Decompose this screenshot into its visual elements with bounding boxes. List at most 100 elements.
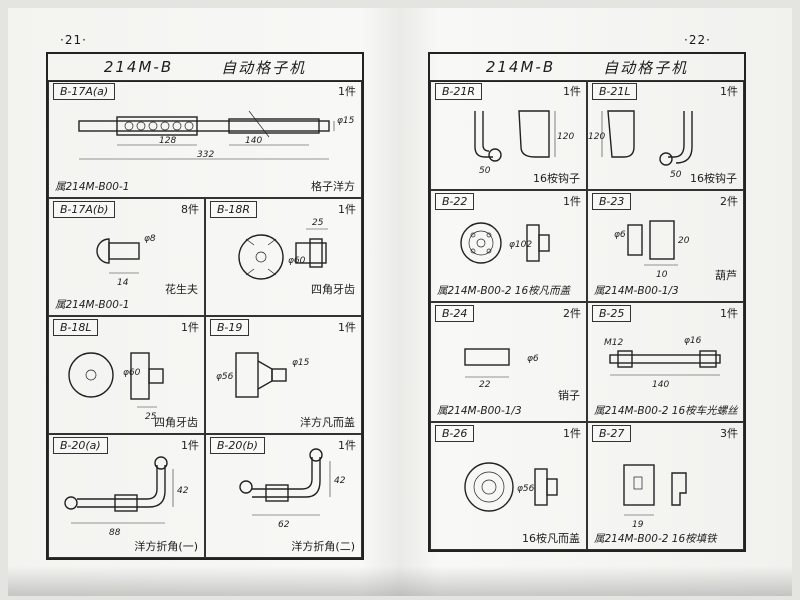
- part-note: 属214M-B00-1: [55, 299, 130, 311]
- part-code: B-17A(b): [53, 201, 116, 218]
- right-page-header: 214M-B 自动格子机: [430, 54, 744, 82]
- part-code: B-20(a): [53, 437, 108, 454]
- part-cell: B-18R 1件 25 φ60 四角牙齿: [205, 198, 362, 316]
- part-code: B-23: [592, 193, 632, 210]
- part-code: B-19: [210, 319, 250, 336]
- page-number-left: ·21·: [60, 33, 87, 47]
- part-note: 属214M-B00-2 16桉凡而盖: [437, 285, 571, 297]
- dimension-label: 25: [145, 412, 157, 422]
- pin-drawing: 22 φ6: [464, 348, 539, 390]
- part-code: B-24: [435, 305, 475, 322]
- part-quantity: 1件: [338, 85, 356, 98]
- valve-cap-drawing: φ56: [464, 462, 558, 512]
- knob-drawing: 14 φ8: [96, 234, 156, 288]
- part-cell: B-19 1件 φ56 φ15 洋方凡而盖: [205, 316, 362, 434]
- dimension-label: 50: [670, 170, 682, 180]
- gear-drawing: φ60 25: [68, 352, 164, 422]
- screw-drawing: M12 φ16 140: [604, 336, 721, 390]
- bent-rod-drawing: 62 42: [239, 448, 346, 530]
- page-title: 自动格子机: [603, 58, 689, 77]
- part-quantity: 1件: [563, 195, 581, 208]
- part-name: 16桉钩子: [690, 172, 737, 185]
- part-name: 葫芦: [715, 269, 737, 282]
- part-cell: B-21L 1件 120 50 16桉钩子: [587, 80, 744, 190]
- scanned-paper: ·21· ·22· 214M-B 自动格子机 B-17A(a) 1件: [8, 8, 792, 596]
- dimension-label: 88: [109, 528, 121, 538]
- dimension-label: 14: [117, 278, 129, 288]
- part-name: 16桉钩子: [533, 172, 580, 185]
- part-name: 洋方凡而盖: [300, 416, 355, 429]
- dimension-label: φ102: [509, 240, 532, 250]
- model-label: 214M-B: [103, 58, 174, 76]
- part-code: B-21L: [592, 83, 638, 100]
- model-label: 214M-B: [485, 58, 556, 76]
- part-code: B-27: [592, 425, 632, 442]
- part-quantity: 2件: [720, 195, 738, 208]
- part-quantity: 1件: [338, 203, 356, 216]
- dimension-label: φ15: [337, 116, 355, 126]
- part-note: 属214M-B00-1/3: [437, 405, 522, 417]
- part-name: 四角牙齿: [154, 416, 198, 429]
- part-cell: B-17A(b) 8件 14 φ8 属214M-B00-1 花生夫: [48, 198, 205, 316]
- dimension-label: φ56: [216, 372, 234, 382]
- part-cell: B-25 1件 M12 φ16 140 属214M-B00-2 16桉车光螺丝: [587, 302, 744, 422]
- dimension-label: M12: [604, 338, 623, 348]
- page-title: 自动格子机: [221, 58, 307, 77]
- dimension-label: 62: [278, 520, 290, 530]
- part-cell: B-21R 1件 120 50 16桉钩子: [430, 80, 587, 190]
- part-name: 四角牙齿: [311, 283, 355, 296]
- bent-rod-drawing: 88 42: [64, 456, 189, 538]
- dimension-label: φ6: [527, 354, 539, 364]
- scan-shadow: [8, 566, 792, 596]
- part-code: B-26: [435, 425, 475, 442]
- part-name: 花生夫: [165, 283, 198, 296]
- part-cell: B-22 1件 φ102 属214M-B00-2 16桉凡而盖: [430, 190, 587, 302]
- shaft-drawing: 128 332 140 φ15: [78, 110, 355, 160]
- left-page: 214M-B 自动格子机 B-17A(a) 1件 128 332 140: [46, 52, 364, 560]
- part-code: B-25: [592, 305, 632, 322]
- part-quantity: 1件: [338, 321, 356, 334]
- part-name: 销子: [558, 389, 580, 402]
- valve-cap-drawing: φ56 φ15: [216, 352, 310, 398]
- dimension-label: 19: [632, 520, 644, 530]
- dimension-label: φ60: [288, 256, 306, 266]
- part-cell: B-23 2件 φ6 20 10 属214M-B00-1/3 葫芦: [587, 190, 744, 302]
- dimension-label: 140: [652, 380, 669, 390]
- part-note: 属214M-B00-1: [55, 181, 130, 193]
- dimension-label: φ8: [144, 234, 156, 244]
- dimension-label: φ15: [292, 358, 310, 368]
- dimension-label: 120: [588, 132, 605, 142]
- part-name: 16桉凡而盖: [522, 532, 580, 545]
- part-cell: B-20(a) 1件 88 42 洋方折角(一): [48, 434, 205, 558]
- dimension-label: 25: [312, 218, 324, 228]
- gourd-pin-drawing: φ6 20 10: [614, 220, 690, 280]
- dimension-label: φ56: [517, 484, 535, 494]
- dimension-label: φ6: [614, 230, 626, 240]
- dimension-label: 50: [479, 166, 491, 176]
- part-note: 属214M-B00-2 16桉填铁: [594, 533, 717, 545]
- part-quantity: 1件: [338, 439, 356, 452]
- part-quantity: 1件: [563, 85, 581, 98]
- dimension-label: 22: [479, 380, 491, 390]
- dimension-label: 42: [177, 486, 189, 496]
- valve-cap-drawing: φ102: [460, 222, 550, 264]
- part-cell: B-18L 1件 φ60 25 四角牙齿: [48, 316, 205, 434]
- part-code: B-22: [435, 193, 475, 210]
- dimension-label: 128: [159, 136, 176, 146]
- part-cell: B-27 3件 19 属214M-B00-2 16桉填铁: [587, 422, 744, 550]
- part-name: 洋方折角(二): [291, 540, 355, 553]
- dimension-label: φ16: [684, 336, 702, 346]
- part-note: 属214M-B00-1/3: [594, 285, 679, 297]
- left-page-header: 214M-B 自动格子机: [48, 54, 362, 82]
- part-name: 格子洋方: [311, 180, 355, 193]
- part-quantity: 1件: [720, 307, 738, 320]
- dimension-label: φ60: [123, 368, 141, 378]
- gear-drawing: 25 φ60: [238, 218, 328, 280]
- part-note: 属214M-B00-2 16桉车光螺丝: [594, 405, 738, 417]
- part-code: B-17A(a): [53, 83, 116, 100]
- dimension-label: 10: [656, 270, 668, 280]
- dimension-label: 20: [678, 236, 690, 246]
- part-quantity: 1件: [181, 439, 199, 452]
- part-quantity: 3件: [720, 427, 738, 440]
- filler-block-drawing: 19: [623, 464, 687, 530]
